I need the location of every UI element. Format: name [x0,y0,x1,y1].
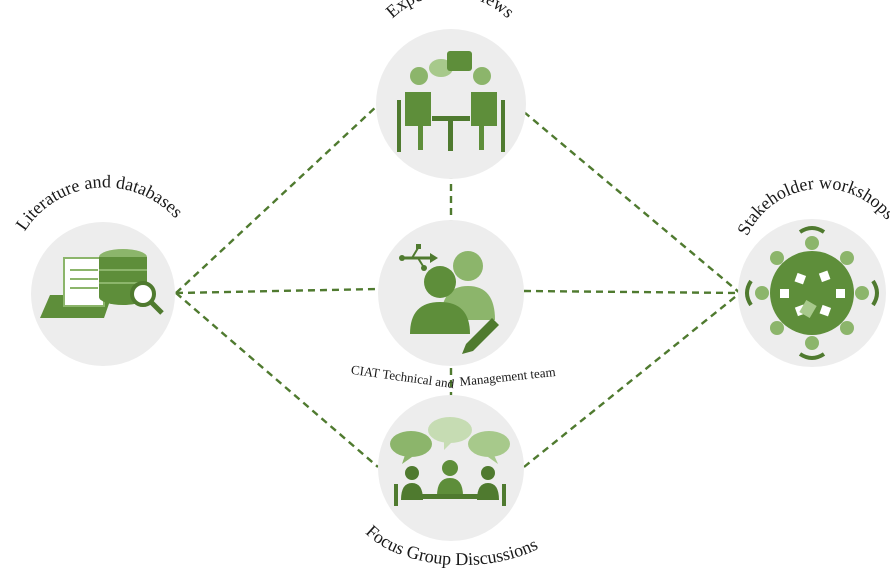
center-label-left: CIAT Technical and [350,362,456,391]
database-document-search-icon [40,249,164,318]
link-literature-center [175,287,379,295]
link-literature-expert [175,104,379,294]
expert-interviews-label: Expert interviews [382,0,519,22]
node-focus-group: Focus Group Discussions [362,395,541,568]
center-label-right: Management team [459,364,556,389]
group-discussion-icon [390,417,510,506]
node-stakeholder-workshops: Stakeholder workshops [733,172,890,367]
link-expert-stakeholder [523,111,741,294]
node-expert-interviews: Expert interviews [376,0,526,179]
link-literature-focus [175,292,379,468]
link-center-stakeholder [523,289,741,295]
link-focus-stakeholder [523,292,741,468]
node-literature-databases: Literature and databases [11,171,187,366]
round-table-icon [745,226,879,360]
node-ciat-team: CIAT Technical and Management team [350,220,556,391]
meeting-chat-icon [397,51,505,152]
team-usb-pencil-icon [399,244,499,354]
connector-lines [175,104,741,468]
